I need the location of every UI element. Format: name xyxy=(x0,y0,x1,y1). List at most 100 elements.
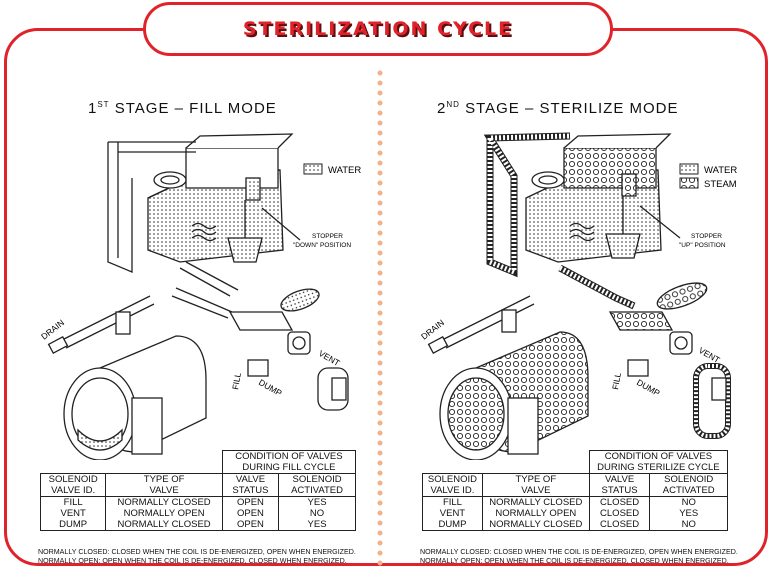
drain-valve xyxy=(115,311,131,335)
stage-1-title: STAGE – FILL MODE xyxy=(109,100,277,117)
fill-solenoid xyxy=(656,282,708,310)
pipe-to-chamber xyxy=(171,287,233,319)
fill-cap xyxy=(531,171,565,189)
chamber-bracket xyxy=(131,397,163,455)
fill-cap xyxy=(153,171,187,189)
dump-valve xyxy=(627,359,649,377)
stage-1-suffix: ST xyxy=(97,100,110,109)
steam-line xyxy=(558,265,636,309)
note-normally-open: NORMALLY OPEN: OPEN WHEN THE COIL IS DE-… xyxy=(38,557,347,565)
stopper xyxy=(605,233,641,259)
valve-manifold xyxy=(228,311,294,331)
dump-valve xyxy=(247,359,269,377)
vent-valve-port xyxy=(292,336,306,350)
panel-divider xyxy=(377,68,383,568)
dump-label: DUMP xyxy=(635,377,662,398)
legend-steam-label: STEAM xyxy=(704,179,737,190)
drain-pipe xyxy=(441,295,535,349)
legend-water-swatch xyxy=(679,163,699,175)
stage-1-number: 1 xyxy=(88,100,98,117)
stopper-label-line2: "UP" POSITION xyxy=(679,242,726,249)
fill-cap-inner xyxy=(160,175,180,185)
pipe-left xyxy=(107,142,133,273)
page-title: STERILIZATION CYCLE xyxy=(242,18,514,40)
bracket-steam xyxy=(694,364,730,438)
bracket-clip xyxy=(331,377,347,401)
drain-pipe xyxy=(61,295,155,349)
vent-valve-port xyxy=(674,336,688,350)
bracket-steam-outer xyxy=(693,363,731,439)
level-float xyxy=(245,177,261,201)
pipe-top xyxy=(108,141,196,258)
title-banner: STERILIZATION CYCLE xyxy=(143,2,613,56)
drain-fitting xyxy=(47,335,69,355)
stage-2-title: STAGE – STERILIZE MODE xyxy=(459,100,679,117)
fill-cap-inner xyxy=(538,175,558,185)
sterilize-mode-diagram: WATER STEAM STOPPER "UP" POSITION DRAIN … xyxy=(419,132,737,460)
heater-coil xyxy=(569,222,595,242)
level-float xyxy=(621,173,637,197)
vent-valve xyxy=(669,331,693,355)
chamber-bracket xyxy=(507,397,539,455)
mounting-bracket xyxy=(317,367,349,411)
legend-water-swatch xyxy=(303,163,323,175)
stopper-label-line1: STOPPER xyxy=(312,233,343,240)
stopper-label-line2: "DOWN" POSITION xyxy=(293,242,351,249)
fill-label: FILL xyxy=(610,372,623,391)
reservoir-lid-top xyxy=(563,133,672,149)
bracket-clip xyxy=(711,377,727,401)
chamber-opening xyxy=(447,377,505,451)
reservoir-lid-top xyxy=(185,133,294,149)
reservoir-lid xyxy=(185,147,279,189)
pipe-fill-line xyxy=(179,261,239,297)
stage-2-heading: 2ND STAGE – STERILIZE MODE xyxy=(437,100,679,117)
vent-valve xyxy=(287,331,311,355)
reservoir-lid xyxy=(563,147,657,189)
valve-manifold xyxy=(608,311,674,331)
fill-solenoid xyxy=(280,288,320,312)
chamber-water xyxy=(77,428,123,451)
heater-coil xyxy=(191,222,217,242)
stage-2-number: 2 xyxy=(437,100,447,117)
dump-label: DUMP xyxy=(257,377,284,398)
stopper-label-line1: STOPPER xyxy=(691,233,722,240)
note-normally-closed: NORMALLY CLOSED: CLOSED WHEN THE COIL IS… xyxy=(420,548,738,556)
legend-water-label: WATER xyxy=(704,165,737,176)
drain-fitting xyxy=(427,335,449,355)
drain-valve xyxy=(501,309,517,333)
vent-label: VENT xyxy=(697,345,722,365)
fill-mode-diagram: WATER STOPPER "DOWN" POSITION DRAIN VENT… xyxy=(39,133,361,460)
stage-2-suffix: ND xyxy=(446,100,460,109)
note-normally-open: NORMALLY OPEN: OPEN WHEN THE COIL IS DE-… xyxy=(420,557,729,565)
stopper-leader xyxy=(261,207,301,241)
vent-label: VENT xyxy=(317,348,342,368)
steam-pipe xyxy=(485,133,571,276)
stage-1-heading: 1ST STAGE – FILL MODE xyxy=(88,100,277,117)
